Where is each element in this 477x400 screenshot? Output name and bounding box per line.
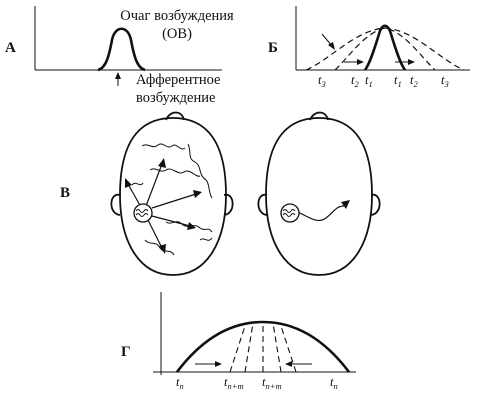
wave-path-left: [131, 182, 144, 186]
focus-right-wave-2: [282, 213, 296, 217]
panel-v: В: [60, 111, 381, 276]
panel-b-t1-right: t1: [394, 73, 402, 89]
panel-b-t3-right: t3: [441, 73, 449, 89]
excitation-focus-left: [133, 203, 153, 223]
panel-g-tn-left: tn: [176, 375, 184, 391]
panel-b-t2-left: t2: [351, 73, 359, 89]
head-left: [110, 111, 234, 276]
wave-path-mid: [149, 168, 201, 177]
head-right-ear-left: [257, 194, 268, 216]
panel-g-tn-right: tn: [330, 375, 338, 391]
excitation-focus-curve: [97, 27, 146, 72]
convergence-arrow-mid-head: [357, 59, 364, 65]
wave-curve-t3: [305, 27, 465, 71]
wave-path-bottom-right: [199, 237, 213, 241]
focus-left-wave-2: [135, 213, 149, 217]
spread-arrow-up-head: [158, 158, 166, 168]
wave-path-top-right: [187, 143, 213, 199]
wave-path-bottom: [144, 239, 175, 256]
single-path-arrow-head: [341, 200, 350, 209]
panel-b-t2-right: t2: [410, 73, 418, 89]
convergence-arrow-left-head: [328, 42, 335, 50]
focus-left-wave-1: [135, 209, 149, 213]
panel-b-t1-left: t1: [365, 73, 373, 89]
afferent-arrow-head: [115, 72, 121, 79]
focus-right-wave-1: [282, 209, 296, 213]
panel-b-t3-left: t3: [318, 73, 326, 89]
wave-curve-t1: [363, 24, 407, 71]
dash-line-1: [229, 325, 246, 373]
panel-label-v: В: [60, 185, 70, 201]
panel-label-b: Б: [268, 40, 278, 56]
spread-arrow-right-head: [193, 190, 202, 198]
panel-a: А Очаг возбуждения (ОВ) Афферентное возб…: [5, 6, 234, 106]
dash-line-2: [244, 322, 254, 373]
arrow-toward-center-left-head: [215, 361, 222, 367]
spread-arrow-right: [151, 193, 197, 209]
panel-g-tnm-right: tn+m: [262, 375, 282, 391]
afferent-label-line1: Афферентное: [136, 72, 220, 88]
head-right-outline: [265, 117, 373, 276]
panel-b: Б t3 t2 t1 t1 t2 t3: [268, 6, 470, 89]
wave-curve-t2: [334, 27, 436, 71]
focus-caption-line2: (ОВ): [162, 26, 192, 42]
excitation-focus-right: [280, 203, 300, 223]
spread-arrow-down: [147, 219, 163, 249]
divergence-arrow-right-head: [408, 59, 415, 65]
wave-envelope-curve: [175, 320, 351, 373]
spread-arrow-down-right-head: [187, 222, 196, 230]
panel-g-tnm-left: tn+m: [224, 375, 244, 391]
afferent-label-line2: возбуждение: [136, 90, 215, 106]
single-path: [297, 205, 345, 222]
head-left-ear-left: [110, 194, 121, 216]
head-right: [257, 111, 381, 276]
panel-label-a: А: [5, 40, 16, 56]
head-right-ear-right: [370, 194, 381, 216]
spread-arrow-down-right: [151, 215, 191, 227]
wave-path-top-left: [141, 143, 186, 150]
spread-arrow-up-left-head: [125, 178, 132, 188]
spread-arrow-up: [145, 163, 163, 207]
arrow-toward-center-right-head: [285, 361, 292, 367]
panel-g: Г tn tn+m tn+m tn: [121, 292, 356, 391]
panel-label-g: Г: [121, 344, 131, 360]
dash-line-4: [272, 322, 282, 373]
spread-arrow-down-head: [159, 244, 166, 254]
head-left-outline: [119, 117, 227, 276]
dash-line-5: [280, 325, 297, 373]
focus-caption-line1: Очаг возбуждения: [120, 8, 234, 24]
